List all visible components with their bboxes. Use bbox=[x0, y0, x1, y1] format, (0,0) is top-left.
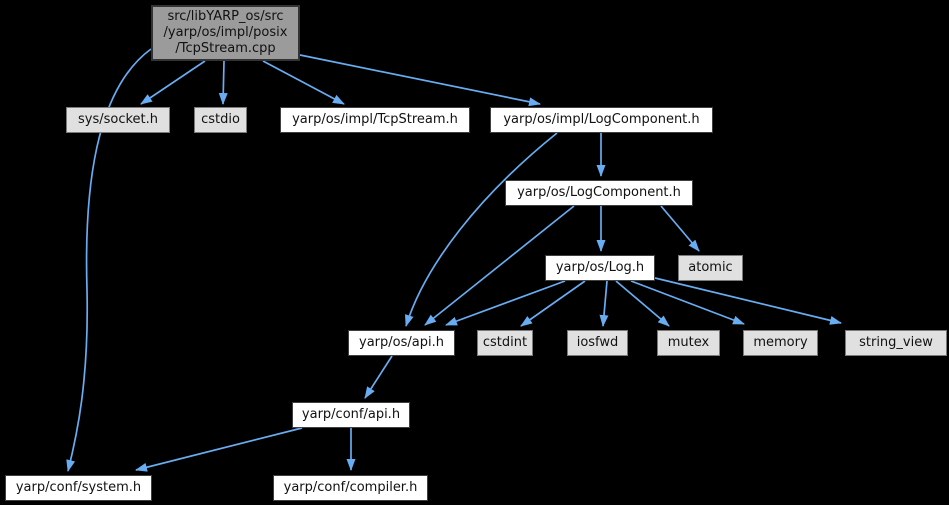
node-string-view: string_view bbox=[845, 330, 947, 356]
node-conf-compiler-h[interactable]: yarp/conf/compiler.h bbox=[273, 475, 428, 501]
node-iosfwd: iosfwd bbox=[567, 330, 628, 356]
edge-impl-logcomponent-os-api bbox=[404, 132, 558, 327]
edge-os-log-string-view bbox=[654, 277, 842, 325]
node-impl-tcpstream-h[interactable]: yarp/os/impl/TcpStream.h bbox=[280, 107, 470, 133]
node-cstdint: cstdint bbox=[477, 330, 533, 356]
node-os-api-h[interactable]: yarp/os/api.h bbox=[348, 330, 455, 356]
edge-os-log-os-api bbox=[445, 280, 566, 326]
edge-root-conf-system bbox=[66, 48, 152, 472]
edge-os-logcomponent-os-api bbox=[424, 205, 575, 326]
edge-root-impl-logcomponent bbox=[299, 54, 541, 107]
node-impl-logcomponent-h[interactable]: yarp/os/impl/LogComponent.h bbox=[490, 107, 713, 133]
edge-root-cstdio bbox=[218, 60, 228, 105]
edge-os-log-cstdint bbox=[520, 280, 586, 327]
edge-os-api-conf-api bbox=[364, 355, 393, 399]
node-cstdio: cstdio bbox=[194, 107, 247, 133]
node-mutex: mutex bbox=[657, 330, 720, 356]
node-sys-socket-h: sys/socket.h bbox=[66, 107, 170, 133]
edge-os-log-iosfwd bbox=[599, 280, 609, 327]
edge-root-sys-socket bbox=[140, 60, 206, 105]
edge-conf-api-conf-system bbox=[135, 427, 303, 472]
edge-root-impl-tcpstream bbox=[262, 60, 345, 105]
node-conf-api-h[interactable]: yarp/conf/api.h bbox=[292, 402, 410, 428]
node-atomic: atomic bbox=[678, 255, 743, 281]
node-os-logcomponent-h[interactable]: yarp/os/LogComponent.h bbox=[505, 180, 693, 206]
node-conf-system-h[interactable]: yarp/conf/system.h bbox=[5, 475, 152, 501]
edge-os-logcomponent-atomic bbox=[660, 205, 700, 252]
node-os-log-h[interactable]: yarp/os/Log.h bbox=[545, 255, 655, 281]
edge-os-log-mutex bbox=[615, 280, 670, 327]
node-memory: memory bbox=[743, 330, 818, 356]
edge-os-log-memory bbox=[630, 280, 745, 325]
node-tcpstream-cpp: src/libYARP_os/src /yarp/os/impl/posix /… bbox=[151, 5, 300, 61]
